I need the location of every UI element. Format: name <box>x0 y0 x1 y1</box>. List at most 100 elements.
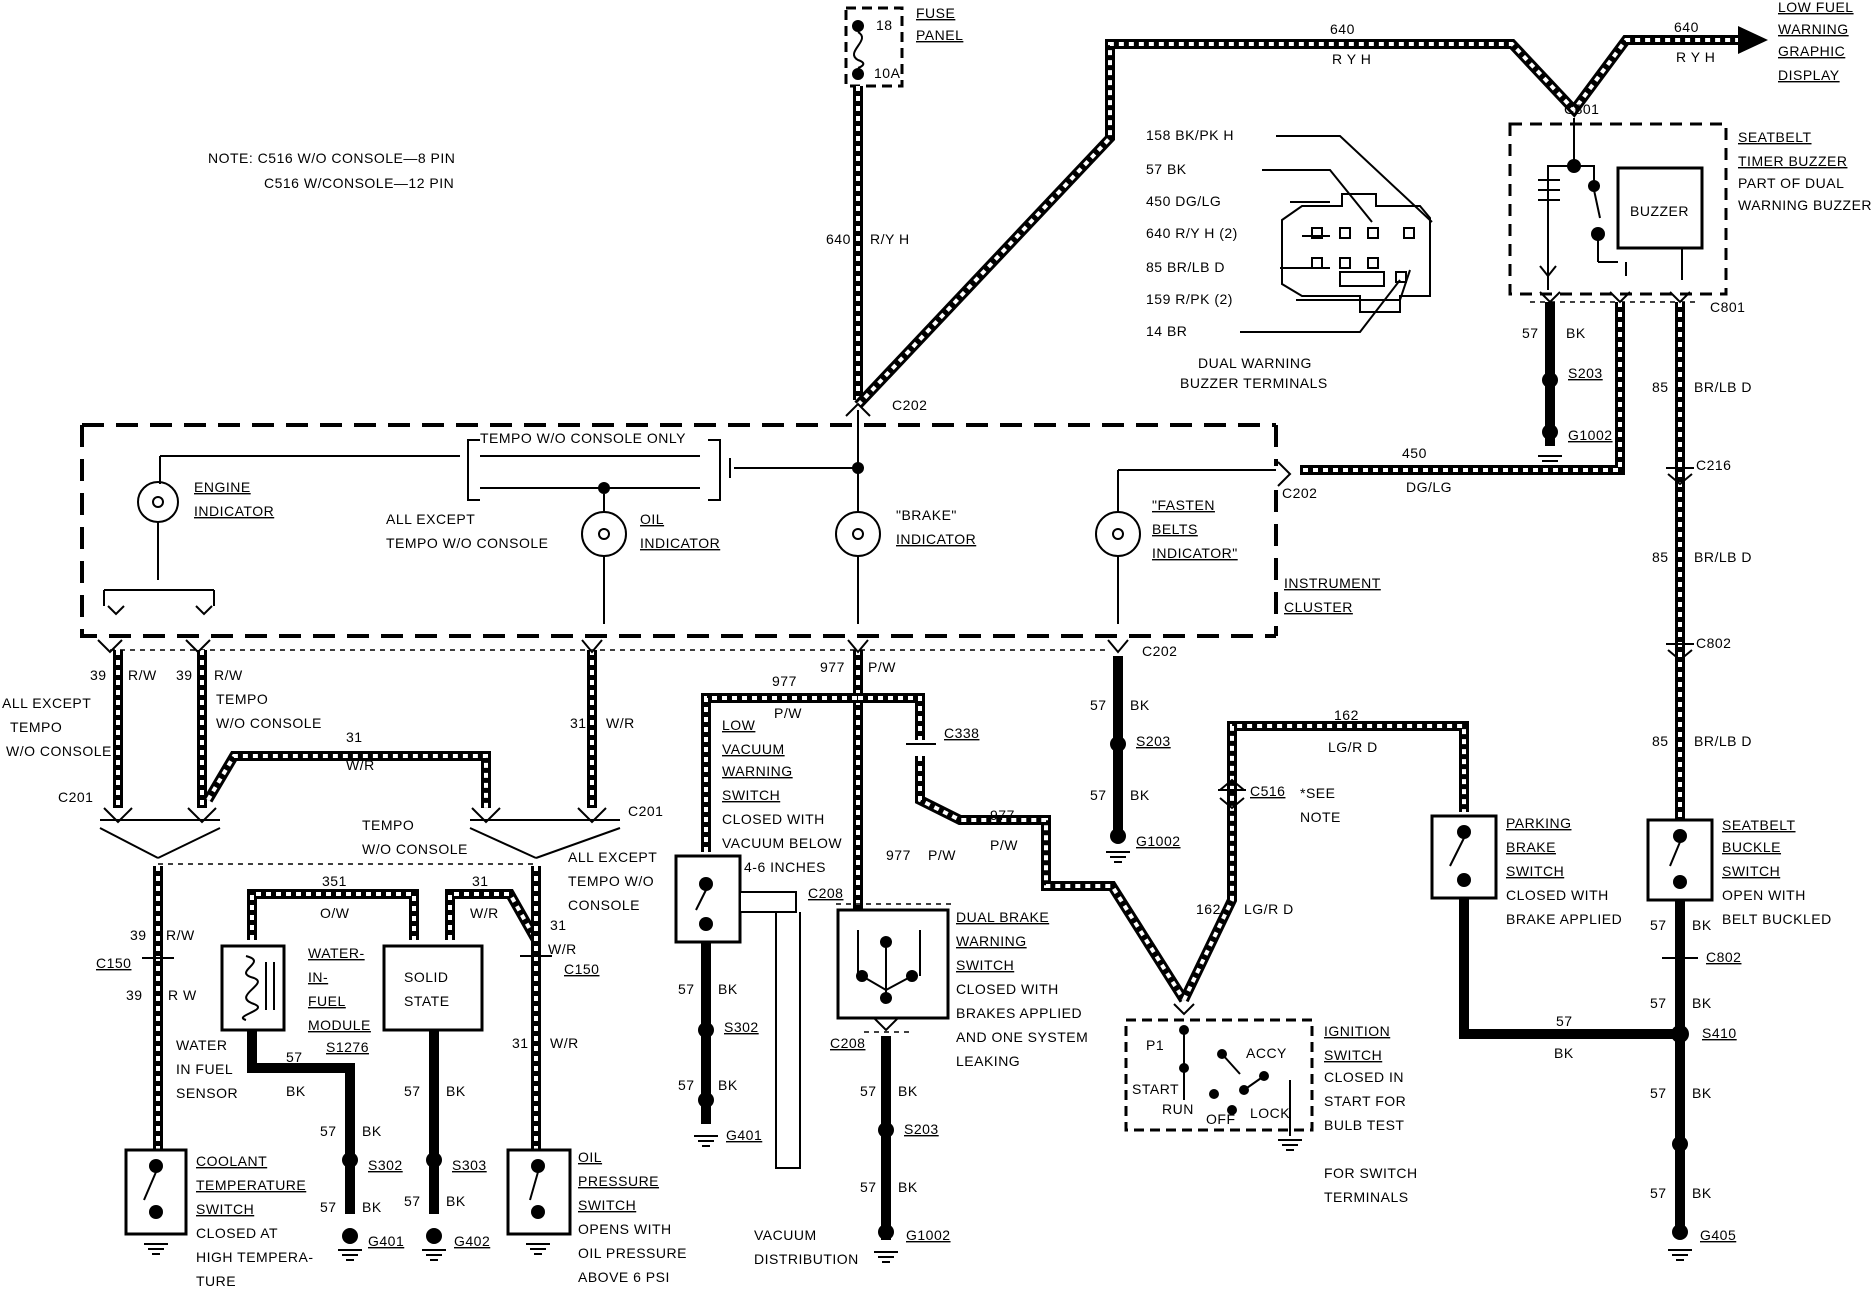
label-wire-labels-w57cc: BK <box>1130 787 1150 803</box>
solid-state-module: SOLID STATE 57 BK S303 57 BK G402 <box>382 944 490 1261</box>
low-vacuum-switch: LOW VACUUM WARNING SWITCH CLOSED WITH VA… <box>674 717 859 1267</box>
label-wire-labels-w31bc: W/R <box>606 715 635 731</box>
label-wire-labels-w57p: 57 <box>1650 1085 1667 1101</box>
label-wire-labels-w57c: 57 <box>1090 787 1107 803</box>
label-seatbelt-timer-label-0: SEATBELT <box>1738 129 1812 145</box>
note-line-2: C516 W/CONSOLE—12 PIN <box>264 175 454 191</box>
label-top-wire-num: 640 <box>1330 21 1355 37</box>
label-top-right-wire-num: 640 <box>1674 19 1699 35</box>
label-wire-labels-w31cc: W/R <box>470 905 499 921</box>
label-wire-labels-w85b: 85 <box>1652 549 1669 565</box>
label-components-seatbelt-buckle-desc-0: OPEN WITH <box>1722 887 1806 903</box>
label-wire-labels-w977bc: P/W <box>868 659 896 675</box>
label-components-coolant-1: TEMPERATURE <box>196 1177 306 1193</box>
label-wire-labels-w39c: 39 <box>130 927 147 943</box>
label-components-coolant-desc-2: TURE <box>196 1273 236 1289</box>
label-wire-labels-w162a: 162 <box>1334 707 1359 723</box>
fuse-number: 18 <box>876 17 893 33</box>
fuse-label-1: FUSE <box>916 5 955 21</box>
label-components-see-note-0: *SEE <box>1300 785 1335 801</box>
label-wire-labels-w57h: 57 <box>404 1193 421 1209</box>
label-buzzer-terminals-rows-3: 640 R/Y H (2) <box>1146 225 1238 241</box>
label-wire-labels-w31a: 31 <box>346 729 363 745</box>
label-wire-labels-w39ac: R/W <box>128 667 157 683</box>
wire-31-oil: 31 W/R <box>570 650 635 808</box>
label-components-ign-pos-start: START <box>1132 1081 1179 1097</box>
label-components-dual-brake-2: SWITCH <box>956 957 1014 973</box>
label-left-labels-all-except-2: W/O CONSOLE <box>6 743 112 759</box>
label-connectors-c516: C516 <box>1250 783 1285 799</box>
label-components-parking-desc-0: CLOSED WITH <box>1506 887 1609 903</box>
label-components-ign-pos-lock: LOCK <box>1250 1105 1290 1121</box>
label-seatbelt-timer-label-1: TIMER BUZZER <box>1738 153 1847 169</box>
label-wire-labels-w57l: 57 <box>860 1179 877 1195</box>
water-in-fuel: 351 O/W WATER- IN- FUEL MODULE WATER IN … <box>176 873 419 1261</box>
label-wire-labels-w57qc: BK <box>1692 1185 1712 1201</box>
label-components-dual-brake-0: DUAL BRAKE <box>956 909 1049 925</box>
wire-85: 85 BR/LB D C216 85 BR/LB D C802 85 BR/LB… <box>1652 302 1751 820</box>
label-components-ignition-1: SWITCH <box>1324 1047 1382 1063</box>
label-components-solid-state-0: SOLID <box>404 969 449 985</box>
label-components-vacuum-dist-1: DISTRIBUTION <box>754 1251 859 1267</box>
label-wire-labels-w57oc: BK <box>1692 995 1712 1011</box>
label-components-low-vacuum-3: SWITCH <box>722 787 780 803</box>
label-wire-labels-w57mc: BK <box>1554 1045 1574 1061</box>
label-components-dual-brake-desc-3: LEAKING <box>956 1053 1020 1069</box>
label-wire-labels-w57ic: BK <box>718 981 738 997</box>
label-cluster-engine-0: ENGINE <box>194 479 251 495</box>
label-wire-labels-w39bc: R/W <box>214 667 243 683</box>
instrument-cluster: C202 C202 INSTRUMENT CLUSTER TEMPO W/O C… <box>80 397 1380 638</box>
label-components-water-sensor-1: IN FUEL <box>176 1061 233 1077</box>
label-components-water-module-1: IN- <box>308 969 328 985</box>
label-connectors-c150-right: C150 <box>564 961 599 977</box>
label-cluster-engine-1: INDICATOR <box>194 503 274 519</box>
label-connectors-c202-top: C202 <box>892 397 927 413</box>
wire-31-oil-pressure: 31 W/R 31 W/R C150 31 W/R <box>445 866 599 1150</box>
label-buzzer-terminals-label-0: DUAL WARNING <box>1198 355 1312 371</box>
label-wire-labels-w57lc: BK <box>898 1179 918 1195</box>
label-wire-labels-s203c: S203 <box>904 1121 939 1137</box>
label-wire-labels-w977ac: P/W <box>774 705 802 721</box>
label-seatbelt-timer-label-2: PART OF DUAL <box>1738 175 1844 191</box>
label-components-oil-pressure-2: SWITCH <box>578 1197 636 1213</box>
label-components-water-module-3: MODULE <box>308 1017 371 1033</box>
label-wire-labels-s203a: S203 <box>1568 365 1603 381</box>
parking-brake-switch: PARKING BRAKE SWITCH CLOSED WITH BRAKE A… <box>1430 814 1680 1061</box>
label-wire-labels-s203b: S203 <box>1136 733 1171 749</box>
label-wire-labels-g405: G405 <box>1700 1227 1736 1243</box>
label-wire-labels-w57ec: BK <box>362 1123 382 1139</box>
label-wire-labels-s1276: S1276 <box>326 1039 369 1055</box>
label-components-coolant-2: SWITCH <box>196 1201 254 1217</box>
label-wire-labels-w977dc: P/W <box>990 837 1018 853</box>
label-components-water-sensor-0: WATER <box>176 1037 228 1053</box>
wire-57-top: 57 BK S203 G1002 <box>1522 302 1612 467</box>
wire-162: 162 LG/R D 162 LG/R D C516 *SEE NOTE <box>1179 707 1469 1003</box>
label-components-water-module-0: WATER- <box>308 945 365 961</box>
label-wire-labels-w162bc: LG/R D <box>1244 901 1294 917</box>
label-components-see-note-1: NOTE <box>1300 809 1341 825</box>
seatbelt-timer-buzzer: C801 BUZZER SEATBELT TIMER BUZZER PART O… <box>1508 101 1872 315</box>
label-components-low-vacuum-0: LOW <box>722 717 756 733</box>
label-components-low-vacuum-desc-2: 4-6 INCHES <box>744 859 826 875</box>
label-wire-labels-w57bc: BK <box>1130 697 1150 713</box>
label-buzzer-terminals-label-1: BUZZER TERMINALS <box>1180 375 1328 391</box>
label-cluster-oil-1: INDICATOR <box>640 535 720 551</box>
label-components-seatbelt-buckle-desc-1: BELT BUCKLED <box>1722 911 1832 927</box>
label-wire-labels-w85a: 85 <box>1652 379 1669 395</box>
label-wire-labels-g401b: G401 <box>726 1127 762 1143</box>
fuse-label-2: PANEL <box>916 27 963 43</box>
fuse-rating: 10A <box>874 65 901 81</box>
label-components-ign-pos-accy: ACCY <box>1246 1045 1287 1061</box>
label-wire-labels-w57o: 57 <box>1650 995 1667 1011</box>
wire-450: 450 DG/LG <box>1300 302 1625 495</box>
wire-640-diagonal: 640 R Y H 640 R Y H <box>854 19 1768 409</box>
fuse-panel: 18 10A FUSE PANEL <box>844 5 963 88</box>
label-wire-labels-w977cc: P/W <box>928 847 956 863</box>
label-cluster-fasten-0: "FASTEN <box>1152 497 1215 513</box>
label-components-parking-0: PARKING <box>1506 815 1571 831</box>
label-wire-labels-w57f: 57 <box>320 1199 337 1215</box>
label-connectors-c208-bot: C208 <box>830 1035 865 1051</box>
label-cluster-all-except-0: ALL EXCEPT <box>386 511 475 527</box>
label-cluster-label-1: CLUSTER <box>1284 599 1353 615</box>
